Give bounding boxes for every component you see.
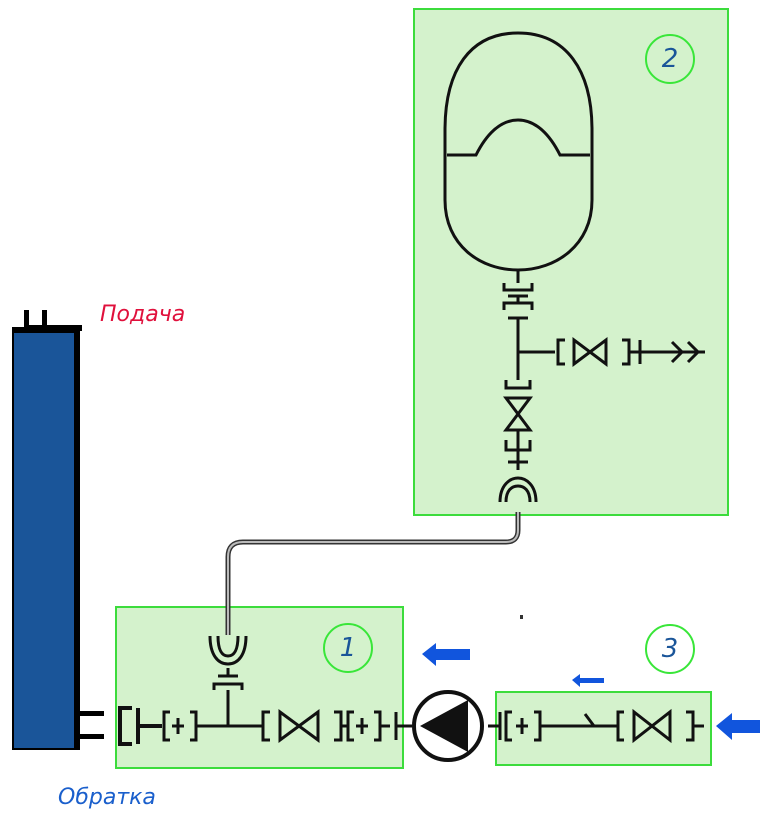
return-label: Обратка [58, 785, 156, 810]
circulation-pump-icon [412, 690, 484, 762]
zone-2-number: 2 [645, 34, 695, 84]
supply-label: Подача [100, 302, 186, 327]
boiler-tank-icon [12, 310, 104, 750]
main-pipe [118, 635, 704, 746]
zone-2-box [413, 8, 729, 516]
zone-3-box [495, 691, 712, 766]
zone-1-number: 1 [323, 623, 373, 673]
zone-2-piping [498, 270, 705, 503]
zone-3-number: 3 [645, 624, 695, 674]
flow-arrow-icon [422, 643, 760, 740]
